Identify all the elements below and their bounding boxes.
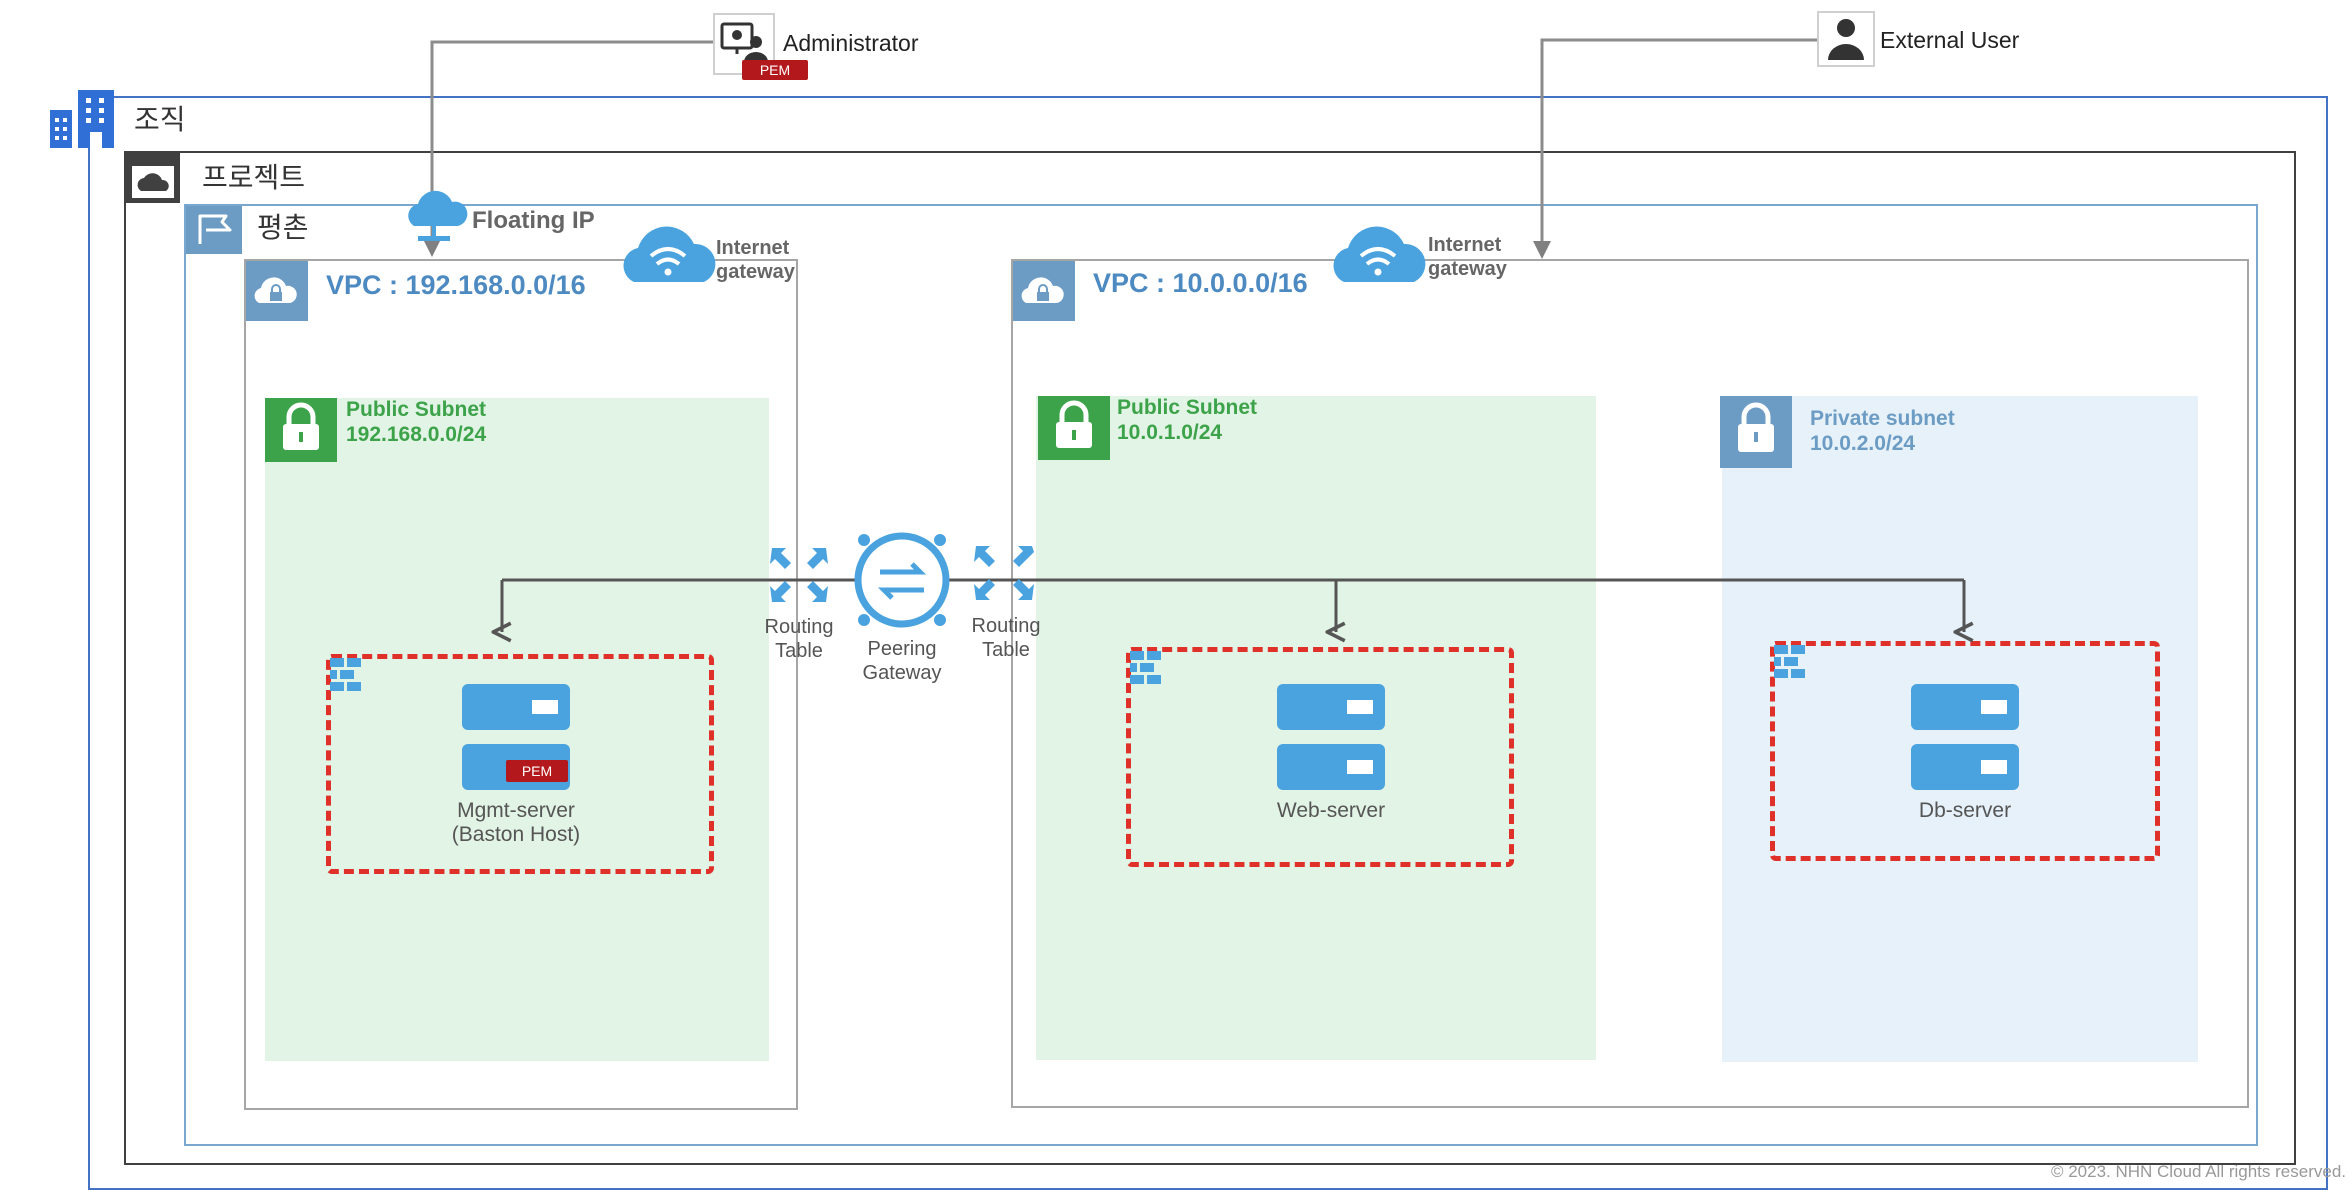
igw-right-line1: Internet [1428,234,1502,256]
external-user-connector [1533,38,1818,259]
project-boundary [124,151,2296,1165]
internet-gateway-right-icon [1333,226,1426,282]
db-server-name: Db-server [1918,799,2012,822]
igw-right-line2: gateway [1428,258,1507,280]
project-cloud-icon [126,153,180,203]
public-subnet-left-cidr: 192.168.0.0/24 [346,423,487,446]
vpc-right-icon [1013,261,1075,321]
region-flag-icon [186,206,242,254]
firewall-icon-mgmt [330,658,361,691]
routing-table-right-line1: Routing [971,615,1041,637]
peering-gateway-icon [854,532,950,628]
security-group-mgmt [326,654,714,874]
external-user-label: External User [1880,27,2020,53]
routing-table-left-icon [770,548,828,602]
vpc-left-boundary [244,259,798,1110]
peering-gateway-line2: Gateway [862,662,942,684]
mgmt-server-name: Mgmt-server [457,799,575,822]
floating-ip-label: Floating IP [472,207,595,234]
igw-left-line2: gateway [716,261,795,283]
external-user-icon [1817,11,1875,67]
routing-table-left-line2: Table [775,640,823,662]
vpc-right-boundary [1011,259,2249,1108]
floating-ip-icon [408,190,468,241]
security-group-db [1770,641,2160,861]
project-label: 프로젝트 [202,162,306,193]
firewall-icon-db [1774,645,1805,678]
public-subnet-right-title: Public Subnet [1117,396,1258,419]
mgmt-server-pem-badge: PEM [506,760,568,782]
igw-left-line1: Internet [716,237,790,259]
org-boundary [88,96,2328,1190]
public-subnet-left-title: Public Subnet [346,398,487,421]
peering-gateway-line1: Peering [867,638,937,660]
vpc-left-icon [246,261,308,321]
org-label: 조직 [134,104,186,135]
internet-gateway-left-icon [623,226,716,282]
public-subnet-left-lock-icon [265,398,337,462]
private-subnet-cidr: 10.0.2.0/24 [1810,432,1916,455]
vpc-right-title: VPC : 10.0.0.0/16 [1093,268,1308,298]
routing-table-right-icon [974,546,1034,600]
admin-connector [423,40,714,257]
region-label: 평촌 [257,212,309,243]
security-group-web [1126,647,1514,867]
public-subnet-right-cidr: 10.0.1.0/24 [1117,421,1223,444]
routing-table-right-line2: Table [982,639,1030,661]
web-server-icon [1277,684,1385,790]
db-server-icon [1911,684,2019,790]
admin-pem-badge: PEM [742,60,808,80]
vpc-left-title: VPC : 192.168.0.0/16 [326,270,586,300]
firewall-icon-web [1130,651,1161,684]
peering-connector [502,578,1964,632]
mgmt-server-subtitle: (Baston Host) [451,823,581,846]
administrator-label: Administrator [783,30,919,56]
web-server-name: Web-server [1276,799,1386,822]
private-subnet-title: Private subnet [1810,407,1955,430]
region-boundary [184,204,2258,1146]
building-icon [50,90,114,148]
copyright-text: © 2023. NHN Cloud All rights reserved. [2050,1162,2346,1181]
routing-table-left-line1: Routing [764,616,834,638]
public-subnet-right-lock-icon [1038,396,1110,460]
private-subnet-lock-icon [1720,396,1792,468]
